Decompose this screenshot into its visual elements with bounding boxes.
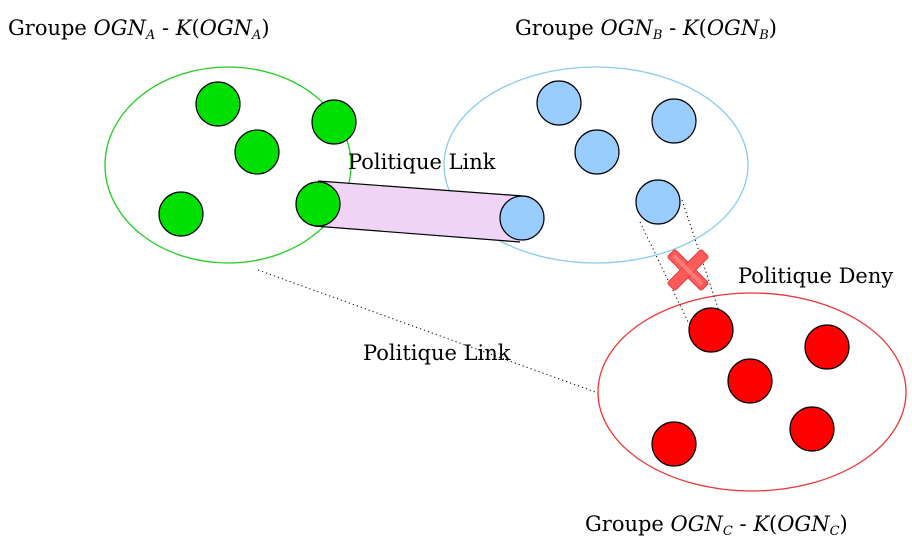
node <box>789 406 835 452</box>
group-subscript: C <box>722 524 733 539</box>
node <box>234 129 280 175</box>
group-k: K <box>175 16 192 40</box>
group-k-subscript: C <box>829 524 840 539</box>
node <box>195 81 241 127</box>
group-a-ellipse <box>104 66 352 264</box>
group-subscript: A <box>145 28 156 43</box>
group-k-name: OGN <box>706 16 760 40</box>
link-tube <box>313 180 524 243</box>
group-k-subscript: A <box>252 28 262 43</box>
node <box>499 195 545 241</box>
policy-deny-label: Politique Deny <box>738 264 894 288</box>
node <box>536 80 582 126</box>
group-name: OGN <box>93 16 146 40</box>
group-subscript: B <box>652 28 663 43</box>
policy-link-label-top: Politique Link <box>348 150 496 174</box>
group-b-ellipse <box>443 66 749 264</box>
node <box>635 179 681 225</box>
node <box>688 307 734 353</box>
group-b-label: Groupe OGNB - K(OGNB) <box>515 16 777 43</box>
node <box>651 421 697 467</box>
group-a-nodes <box>158 81 357 237</box>
group-name: OGN <box>670 512 723 536</box>
deny-cross-icon <box>667 249 709 291</box>
group-prefix: Groupe <box>8 16 94 40</box>
group-k: K <box>682 16 699 40</box>
group-separator: - <box>662 16 683 40</box>
node <box>804 324 850 370</box>
group-a-label: Groupe OGNA - K(OGNA) <box>8 16 270 43</box>
group-name: OGN <box>600 16 653 40</box>
group-k: K <box>753 512 770 536</box>
group-separator: - <box>732 512 754 536</box>
node <box>651 98 697 144</box>
group-k-name: OGN <box>199 16 253 40</box>
node <box>574 129 620 175</box>
group-k-name: OGN <box>777 512 830 536</box>
policy-link-label-bottom: Politique Link <box>363 341 511 365</box>
group-c-ellipse <box>597 292 907 492</box>
group-k-subscript: B <box>759 28 769 43</box>
group-c-label: Groupe OGNC - K(OGNC) <box>585 512 848 539</box>
group-prefix: Groupe <box>515 16 601 40</box>
link-a-c-dotted-line <box>257 269 599 394</box>
node <box>727 358 773 404</box>
group-separator: - <box>155 16 176 40</box>
node <box>311 99 357 145</box>
group-prefix: Groupe <box>585 512 671 536</box>
node <box>295 181 341 227</box>
node <box>158 191 204 237</box>
deny-dotted-line-left <box>639 221 693 331</box>
group-c-nodes <box>651 307 850 467</box>
group-b-nodes <box>499 80 697 241</box>
